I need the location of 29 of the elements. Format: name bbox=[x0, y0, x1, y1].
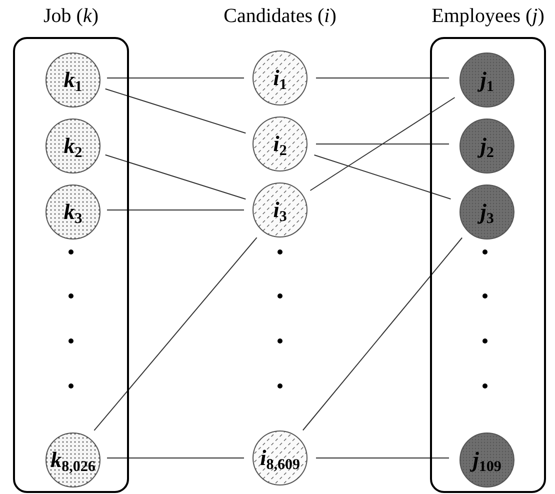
connector-line bbox=[104, 88, 246, 134]
node-circle bbox=[252, 116, 308, 172]
node-circle bbox=[459, 118, 515, 174]
node-circle bbox=[252, 50, 308, 106]
node-circle bbox=[45, 432, 101, 488]
connector-line bbox=[104, 154, 246, 200]
node-label: k$_{8,026}$ bbox=[50, 449, 96, 471]
node-circle bbox=[45, 118, 101, 174]
connector-line bbox=[314, 154, 452, 200]
node-circle bbox=[459, 432, 515, 488]
node-circle bbox=[45, 184, 101, 240]
column-heading: Candidates (i) bbox=[222, 4, 338, 28]
column-heading: Employees (j) bbox=[430, 4, 546, 28]
column-heading: Job (k) bbox=[42, 4, 100, 28]
node-label: k$_{1}$ bbox=[64, 69, 82, 91]
connector-line bbox=[302, 237, 463, 431]
connector-line bbox=[310, 97, 456, 191]
node-circle bbox=[459, 52, 515, 108]
node-circle bbox=[252, 430, 308, 486]
node-label: i$_{8,609}$ bbox=[260, 447, 300, 469]
node-label: k$_{2}$ bbox=[64, 135, 82, 157]
connector-line bbox=[94, 237, 258, 431]
node-label: i$_{2}$ bbox=[273, 133, 287, 155]
node-circle bbox=[45, 52, 101, 108]
node-circle bbox=[252, 182, 308, 238]
node-circle bbox=[459, 184, 515, 240]
node-label: k$_{3}$ bbox=[64, 201, 82, 223]
node-label: i$_{1}$ bbox=[273, 67, 287, 89]
node-label: i$_{3}$ bbox=[273, 199, 287, 221]
